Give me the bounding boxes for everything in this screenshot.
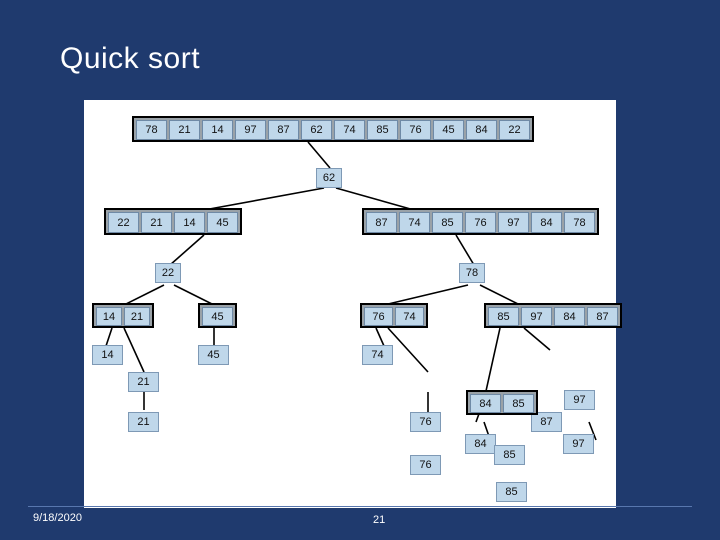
tree-group-r6-84: 84 xyxy=(465,434,498,456)
tree-cell: 97 xyxy=(563,434,594,454)
tree-cell: 85 xyxy=(488,307,519,326)
tree-cell: 14 xyxy=(174,212,205,233)
tree-group-l3-45: 45 xyxy=(198,345,231,367)
tree-cell: 97 xyxy=(235,120,266,140)
footer-divider xyxy=(28,506,692,507)
tree-group-l5-21: 21 xyxy=(128,412,161,434)
tree-cell: 21 xyxy=(169,120,200,140)
tree-group-pivot-22: 22 xyxy=(155,263,183,285)
tree-cell: 74 xyxy=(334,120,365,140)
tree-cell: 74 xyxy=(399,212,430,233)
page-title: Quick sort xyxy=(60,42,201,75)
tree-cell: 87 xyxy=(531,412,562,432)
tree-cell: 14 xyxy=(92,345,123,365)
tree-cell: 76 xyxy=(364,307,393,326)
tree-group-lr-2: 45 xyxy=(198,303,237,328)
tree-cell: 87 xyxy=(366,212,397,233)
tree-cell: 84 xyxy=(554,307,585,326)
tree-cell: 85 xyxy=(367,120,398,140)
tree-cell: 22 xyxy=(108,212,139,233)
tree-cell: 45 xyxy=(433,120,464,140)
tree-cell: 14 xyxy=(202,120,233,140)
tree-group-pivot-62: 62 xyxy=(316,168,344,190)
connector-lines xyxy=(105,141,597,446)
tree-group-r5-97: 97 xyxy=(564,390,597,412)
tree-cell: 85 xyxy=(432,212,463,233)
tree-group-r6-85: 85 xyxy=(494,445,527,467)
tree-cell: 84 xyxy=(531,212,562,233)
tree-group-pivot-78: 78 xyxy=(459,263,487,285)
tree-group-r5-76: 76 xyxy=(410,455,443,477)
tree-cell: 74 xyxy=(362,345,393,365)
tree-cell: 45 xyxy=(202,307,233,326)
tree-cell: 22 xyxy=(499,120,530,140)
tree-cell: 78 xyxy=(564,212,595,233)
tree-cell: 87 xyxy=(268,120,299,140)
footer-date: 9/18/2020 xyxy=(33,512,82,524)
tree-cell: 21 xyxy=(141,212,172,233)
tree-cell: 45 xyxy=(198,345,229,365)
tree-cell: 97 xyxy=(498,212,529,233)
tree-group-r4-76: 76 xyxy=(410,412,443,434)
tree-cell: 76 xyxy=(410,412,441,432)
footer-page-number: 21 xyxy=(373,514,386,526)
tree-cell: 84 xyxy=(465,434,496,454)
tree-group-r3-87: 87 xyxy=(531,412,564,434)
tree-group-r6-97: 97 xyxy=(563,434,596,456)
tree-cell: 85 xyxy=(496,482,527,502)
tree-cell: 74 xyxy=(395,307,424,326)
tree-cell: 85 xyxy=(503,394,534,413)
tree-cell: 21 xyxy=(128,412,159,432)
tree-group-r7-85: 85 xyxy=(496,482,529,504)
tree-cell: 85 xyxy=(494,445,525,465)
tree-group-l3-14: 14 xyxy=(92,345,125,367)
tree-cell: 87 xyxy=(587,307,618,326)
tree-group-l4-21: 21 xyxy=(128,372,161,394)
tree-cell: 45 xyxy=(207,212,238,233)
tree-cell: 76 xyxy=(410,455,441,475)
tree-cell: 78 xyxy=(136,120,167,140)
tree-cell: 97 xyxy=(564,390,595,410)
tree-cell: 62 xyxy=(316,168,342,188)
tree-cell: 97 xyxy=(521,307,552,326)
tree-cell: 78 xyxy=(459,263,485,283)
tree-cell: 21 xyxy=(128,372,159,392)
tree-cell: 76 xyxy=(400,120,431,140)
tree-cell: 84 xyxy=(466,120,497,140)
tree-cell: 14 xyxy=(96,307,122,326)
tree-cell: 21 xyxy=(124,307,150,326)
tree-cell: 84 xyxy=(470,394,501,413)
tree-cell: 22 xyxy=(155,263,181,283)
tree-group-r3-74: 74 xyxy=(362,345,395,367)
tree-cell: 76 xyxy=(465,212,496,233)
tree-cell: 62 xyxy=(301,120,332,140)
